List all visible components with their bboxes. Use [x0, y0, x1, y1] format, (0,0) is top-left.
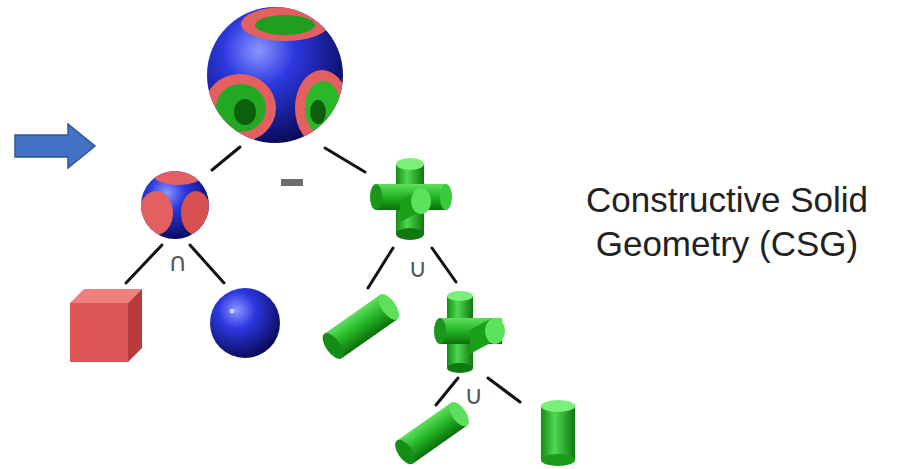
difference-operator — [281, 179, 303, 186]
operator-symbol: ∪ — [454, 379, 494, 412]
operator-symbol: ∪ — [398, 252, 438, 285]
result-solid — [204, 7, 349, 146]
sphere-primitive — [210, 288, 280, 358]
cylinder-primitive — [541, 400, 575, 466]
operator-symbol: ∩ — [158, 246, 198, 279]
cylinder-primitive — [319, 291, 403, 363]
cube-primitive — [70, 289, 142, 362]
cylinder-primitive — [391, 399, 473, 468]
heading-label: Constructive Solid Geometry (CSG) — [557, 178, 897, 266]
union-solid — [434, 291, 505, 373]
cross-solid — [370, 158, 452, 240]
tree-lines — [126, 147, 520, 405]
sphere-highlight — [230, 309, 235, 314]
pointer-arrow — [15, 124, 95, 168]
intersection-solid — [139, 167, 211, 239]
